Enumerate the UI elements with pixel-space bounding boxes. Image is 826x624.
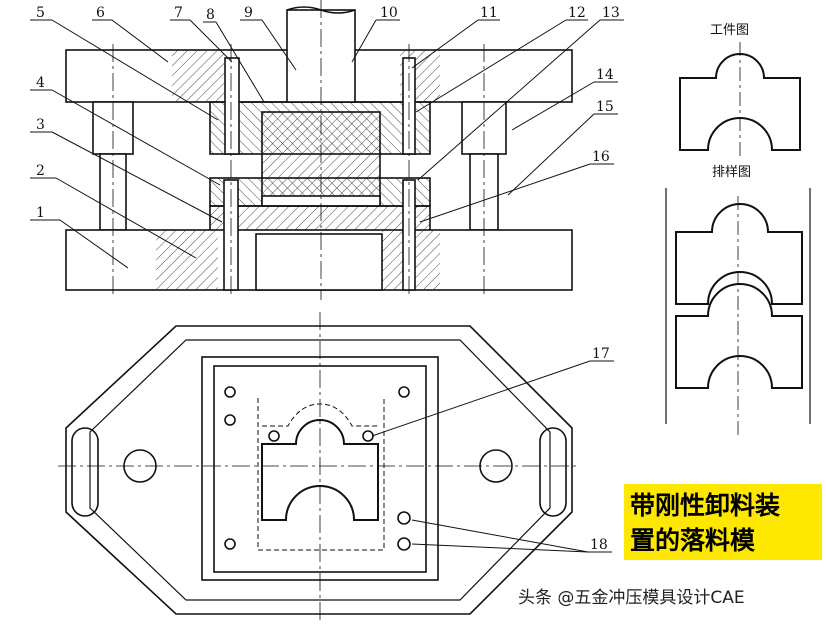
leader-lines — [30, 19, 624, 553]
part-number-5: 5 — [36, 5, 45, 21]
plan-view — [58, 312, 580, 624]
part-number-7: 7 — [174, 5, 183, 21]
layout-title: 排样图 — [712, 165, 751, 180]
part-number-12: 12 — [568, 5, 586, 21]
part-number-3: 3 — [36, 117, 45, 133]
part-number-17: 17 — [592, 346, 610, 362]
part-number-labels: 1 2 3 4 5 6 7 8 9 10 11 12 13 14 15 16 1… — [36, 5, 620, 553]
part-number-15: 15 — [596, 99, 614, 115]
part-number-14: 14 — [596, 67, 614, 83]
section-view — [65, 0, 573, 300]
caption-line-1: 带刚性卸料装 — [630, 491, 781, 520]
part-number-6: 6 — [96, 5, 105, 21]
part-number-4: 4 — [36, 75, 45, 91]
workpiece-title: 工件图 — [710, 23, 749, 38]
part-number-9: 9 — [244, 5, 253, 21]
strip-layout — [665, 188, 811, 438]
caption-box: 带刚性卸料装 置的落料模 — [624, 484, 822, 560]
part-number-13: 13 — [602, 5, 620, 21]
part-number-16: 16 — [592, 149, 610, 165]
part-number-11: 11 — [480, 5, 498, 21]
part-number-2: 2 — [36, 163, 45, 179]
part-number-1: 1 — [36, 205, 45, 221]
part-number-10: 10 — [380, 5, 398, 21]
caption-line-2: 置的落料模 — [630, 526, 756, 555]
workpiece-drawing — [679, 42, 801, 160]
part-number-8: 8 — [206, 7, 215, 23]
part-number-18: 18 — [590, 537, 608, 553]
watermark: 头条 @五金冲压模具设计CAE — [518, 588, 745, 608]
